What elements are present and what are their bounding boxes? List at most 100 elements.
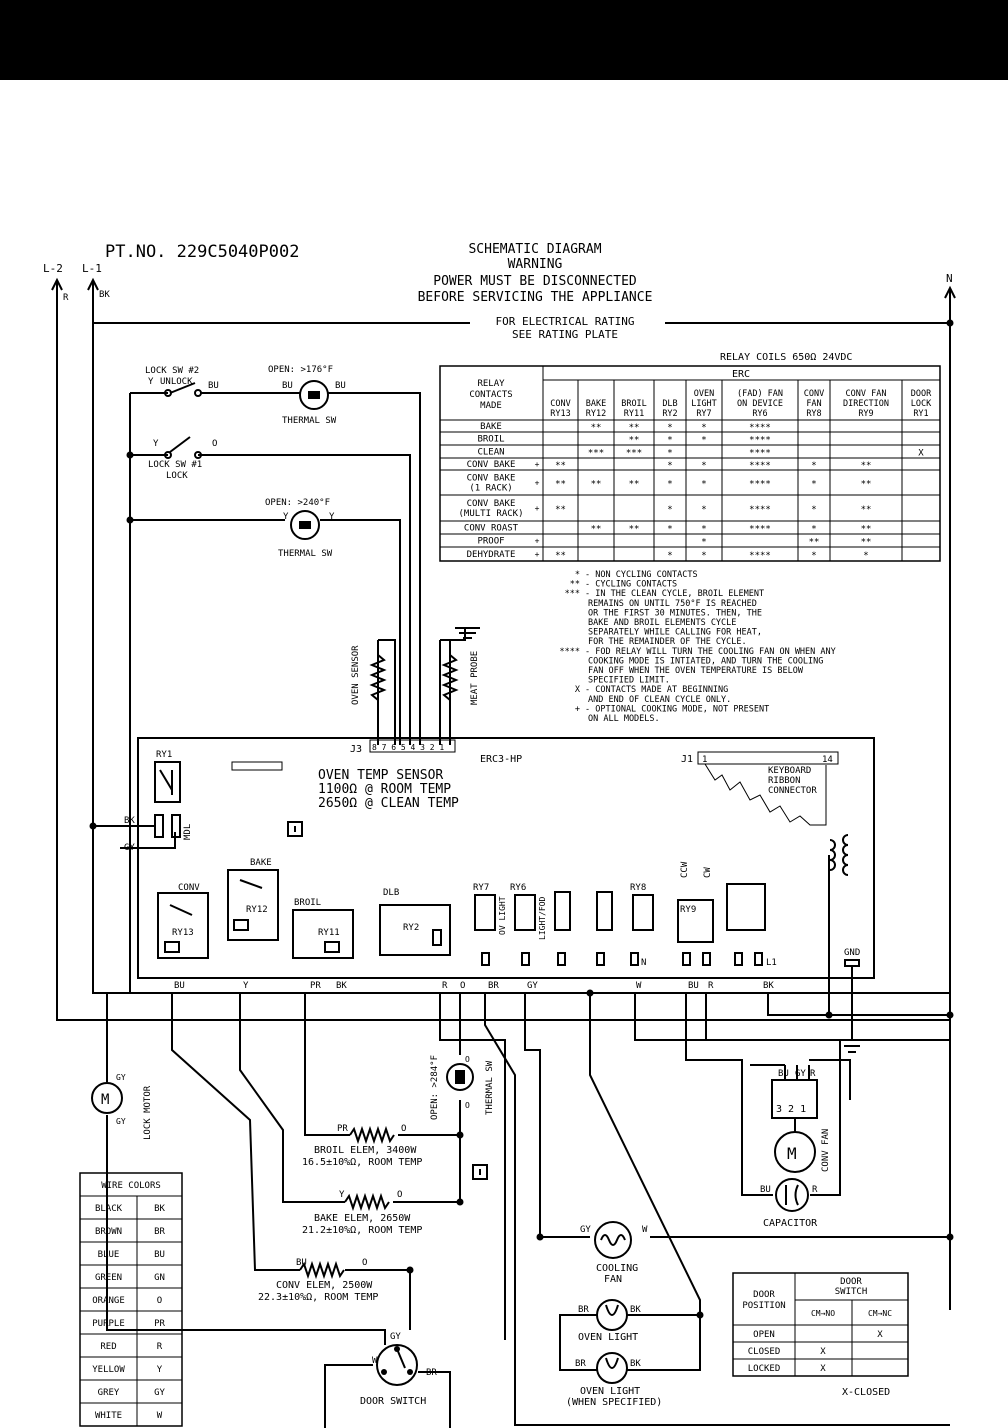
- wire-o-label: O: [212, 439, 217, 449]
- ry11-label: RY11: [318, 928, 340, 938]
- relay-table-row-label: (1 RACK): [469, 484, 512, 494]
- light-fod-label: LIGHT/FOD: [538, 896, 547, 940]
- broil-wire-pr: PR: [337, 1124, 348, 1134]
- j3-connector: [369, 739, 456, 753]
- conv-wire-o: O: [362, 1258, 367, 1268]
- door-switch-label: DOOR SWITCH: [360, 1396, 426, 1407]
- relay-table-cell: *: [667, 461, 672, 471]
- j3-pins: 8 7 6 5 4 3 2 1: [372, 743, 444, 752]
- capacitor-label: CAPACITOR: [763, 1218, 818, 1229]
- lock-motor-label: LOCK MOTOR: [143, 1085, 153, 1140]
- board-block-1: [554, 891, 571, 931]
- relay-table-cell: *: [667, 505, 672, 515]
- conv-fan-label: CONV FAN: [821, 1129, 831, 1172]
- bake-label: BAKE: [250, 858, 272, 868]
- oven-light2-br: BR: [575, 1359, 586, 1369]
- wire-bu-label-2: BU: [282, 381, 293, 391]
- door-table-position: CLOSED: [748, 1347, 781, 1357]
- n-pin-label: N: [641, 958, 646, 968]
- relay-table-cell: *: [701, 538, 706, 548]
- bake-elem-res: 21.2±10%Ω, ROOM TEMP: [302, 1225, 422, 1236]
- sensor-clean: 2650Ω @ CLEAN TEMP: [318, 796, 459, 811]
- relay-table-col-header: DOOR: [911, 389, 932, 399]
- lock-sw1-label: LOCK SW #1: [148, 460, 202, 470]
- legend-notes: *- NON CYCLING CONTACTS**- CYCLING CONTA…: [560, 570, 836, 724]
- relay-table-cell: *: [863, 551, 868, 561]
- wire-color-code: PR: [154, 1319, 165, 1329]
- meat-probe-resistor-icon: [441, 654, 459, 701]
- relay-table-row-plus: +: [535, 479, 540, 488]
- relay-table-cell: *: [667, 449, 672, 459]
- dlb-label: DLB: [383, 888, 399, 898]
- relay-table-cell: *: [667, 551, 672, 561]
- relay-table-col-header: (FAD) FAN: [737, 389, 783, 399]
- oven-light2-bk: BK: [630, 1359, 641, 1369]
- j1-connector: [697, 751, 839, 765]
- wire-color-code: GY: [154, 1388, 165, 1398]
- door-sw-w: W: [372, 1356, 378, 1366]
- wire-y-label-2: Y: [153, 439, 159, 449]
- note-text: - FOD RELAY WILL TURN THE COOLING FAN ON…: [585, 647, 836, 657]
- note-text: ON ALL MODELS.: [588, 714, 660, 724]
- bus-r-2: R: [708, 981, 714, 991]
- mdl-coil: [171, 814, 181, 838]
- relay-table-row-label: BROIL: [477, 435, 504, 445]
- conv-fan-r: R: [810, 1069, 816, 1079]
- relay-table-col-header: RY1: [913, 409, 928, 419]
- note-text: SEPARATELY WHILE CALLING FOR HEAT,: [588, 628, 762, 638]
- wire-color-name: BROWN: [95, 1227, 122, 1237]
- relay-table-col-header: RY11: [624, 409, 644, 419]
- relay-table-cell: *: [667, 436, 672, 446]
- relay-table-cell: **: [629, 525, 640, 535]
- erc-label: ERC3-HP: [480, 754, 522, 765]
- relay-table-col-header: OVEN: [694, 389, 714, 399]
- board-block-3: [726, 883, 766, 931]
- unlock-label: UNLOCK: [160, 377, 193, 387]
- note-text: - CONTACTS MADE AT BEGINNING: [585, 685, 728, 695]
- thermal-switch-1-icon: [299, 380, 329, 410]
- warning-title: WARNING: [508, 257, 563, 272]
- ry9-relay: [677, 899, 714, 943]
- ry9-label: RY9: [680, 905, 696, 915]
- relay-table-col-header: FAN: [806, 399, 821, 409]
- note-text: OR THE FIRST 30 MINUTES. THEN, THE: [588, 608, 762, 618]
- wire-color-code: W: [157, 1411, 163, 1421]
- note-text: - OPTIONAL COOKING MODE, NOT PRESENT: [585, 704, 769, 714]
- relay-table-cell: ****: [749, 461, 771, 471]
- ry6-relay: [514, 894, 536, 931]
- l2-wire-r: R: [63, 293, 69, 303]
- keyboard-ribbon-icon: [704, 763, 827, 826]
- conv-element-icon: [299, 1260, 345, 1280]
- relay-table-row-plus: +: [535, 537, 540, 546]
- oven-light-icon: [596, 1299, 628, 1331]
- relay-table-row-label: CONV BAKE: [467, 460, 516, 470]
- relay-table-col-header: RY12: [586, 409, 606, 419]
- ry7-relay: [474, 894, 496, 931]
- wire-colors-title: WIRE COLORS: [101, 1181, 161, 1191]
- broil-label: BROIL: [294, 898, 321, 908]
- wire-color-code: Y: [157, 1365, 163, 1375]
- keyboard-label-1: KEYBOARD: [768, 766, 811, 776]
- line-arrow-icons: [51, 277, 956, 299]
- relay-table-cell: **: [629, 436, 640, 446]
- ry13-label: RY13: [172, 928, 194, 938]
- relay-table-col-header: ON DEVICE: [737, 399, 783, 409]
- board-chip: [231, 761, 283, 771]
- bus-bu-2: BU: [688, 981, 699, 991]
- relay-table-col-header: DIRECTION: [843, 399, 889, 409]
- note-text: - NON CYCLING CONTACTS: [585, 570, 698, 580]
- thermal3-o-1: O: [465, 1055, 470, 1064]
- door-table-note: X-CLOSED: [842, 1387, 890, 1398]
- note-text: FAN OFF WHEN THE OVEN TEMPERATURE IS BEL…: [588, 666, 804, 676]
- ry8-label: RY8: [630, 883, 646, 893]
- relay-table-row-label: PROOF: [477, 537, 504, 547]
- wire-bu-label-3: BU: [335, 381, 346, 391]
- bus-gy: GY: [527, 981, 538, 991]
- relay-table-cell: **: [861, 538, 872, 548]
- lock-sw2-label: LOCK SW #2: [145, 366, 199, 376]
- main-wiring: [56, 282, 951, 1426]
- wire-color-name: GREEN: [95, 1273, 122, 1283]
- wire-y-label-3: Y: [283, 512, 289, 522]
- lock-motor-gy-1: GY: [116, 1073, 126, 1082]
- ccw-label: CCW: [680, 861, 690, 878]
